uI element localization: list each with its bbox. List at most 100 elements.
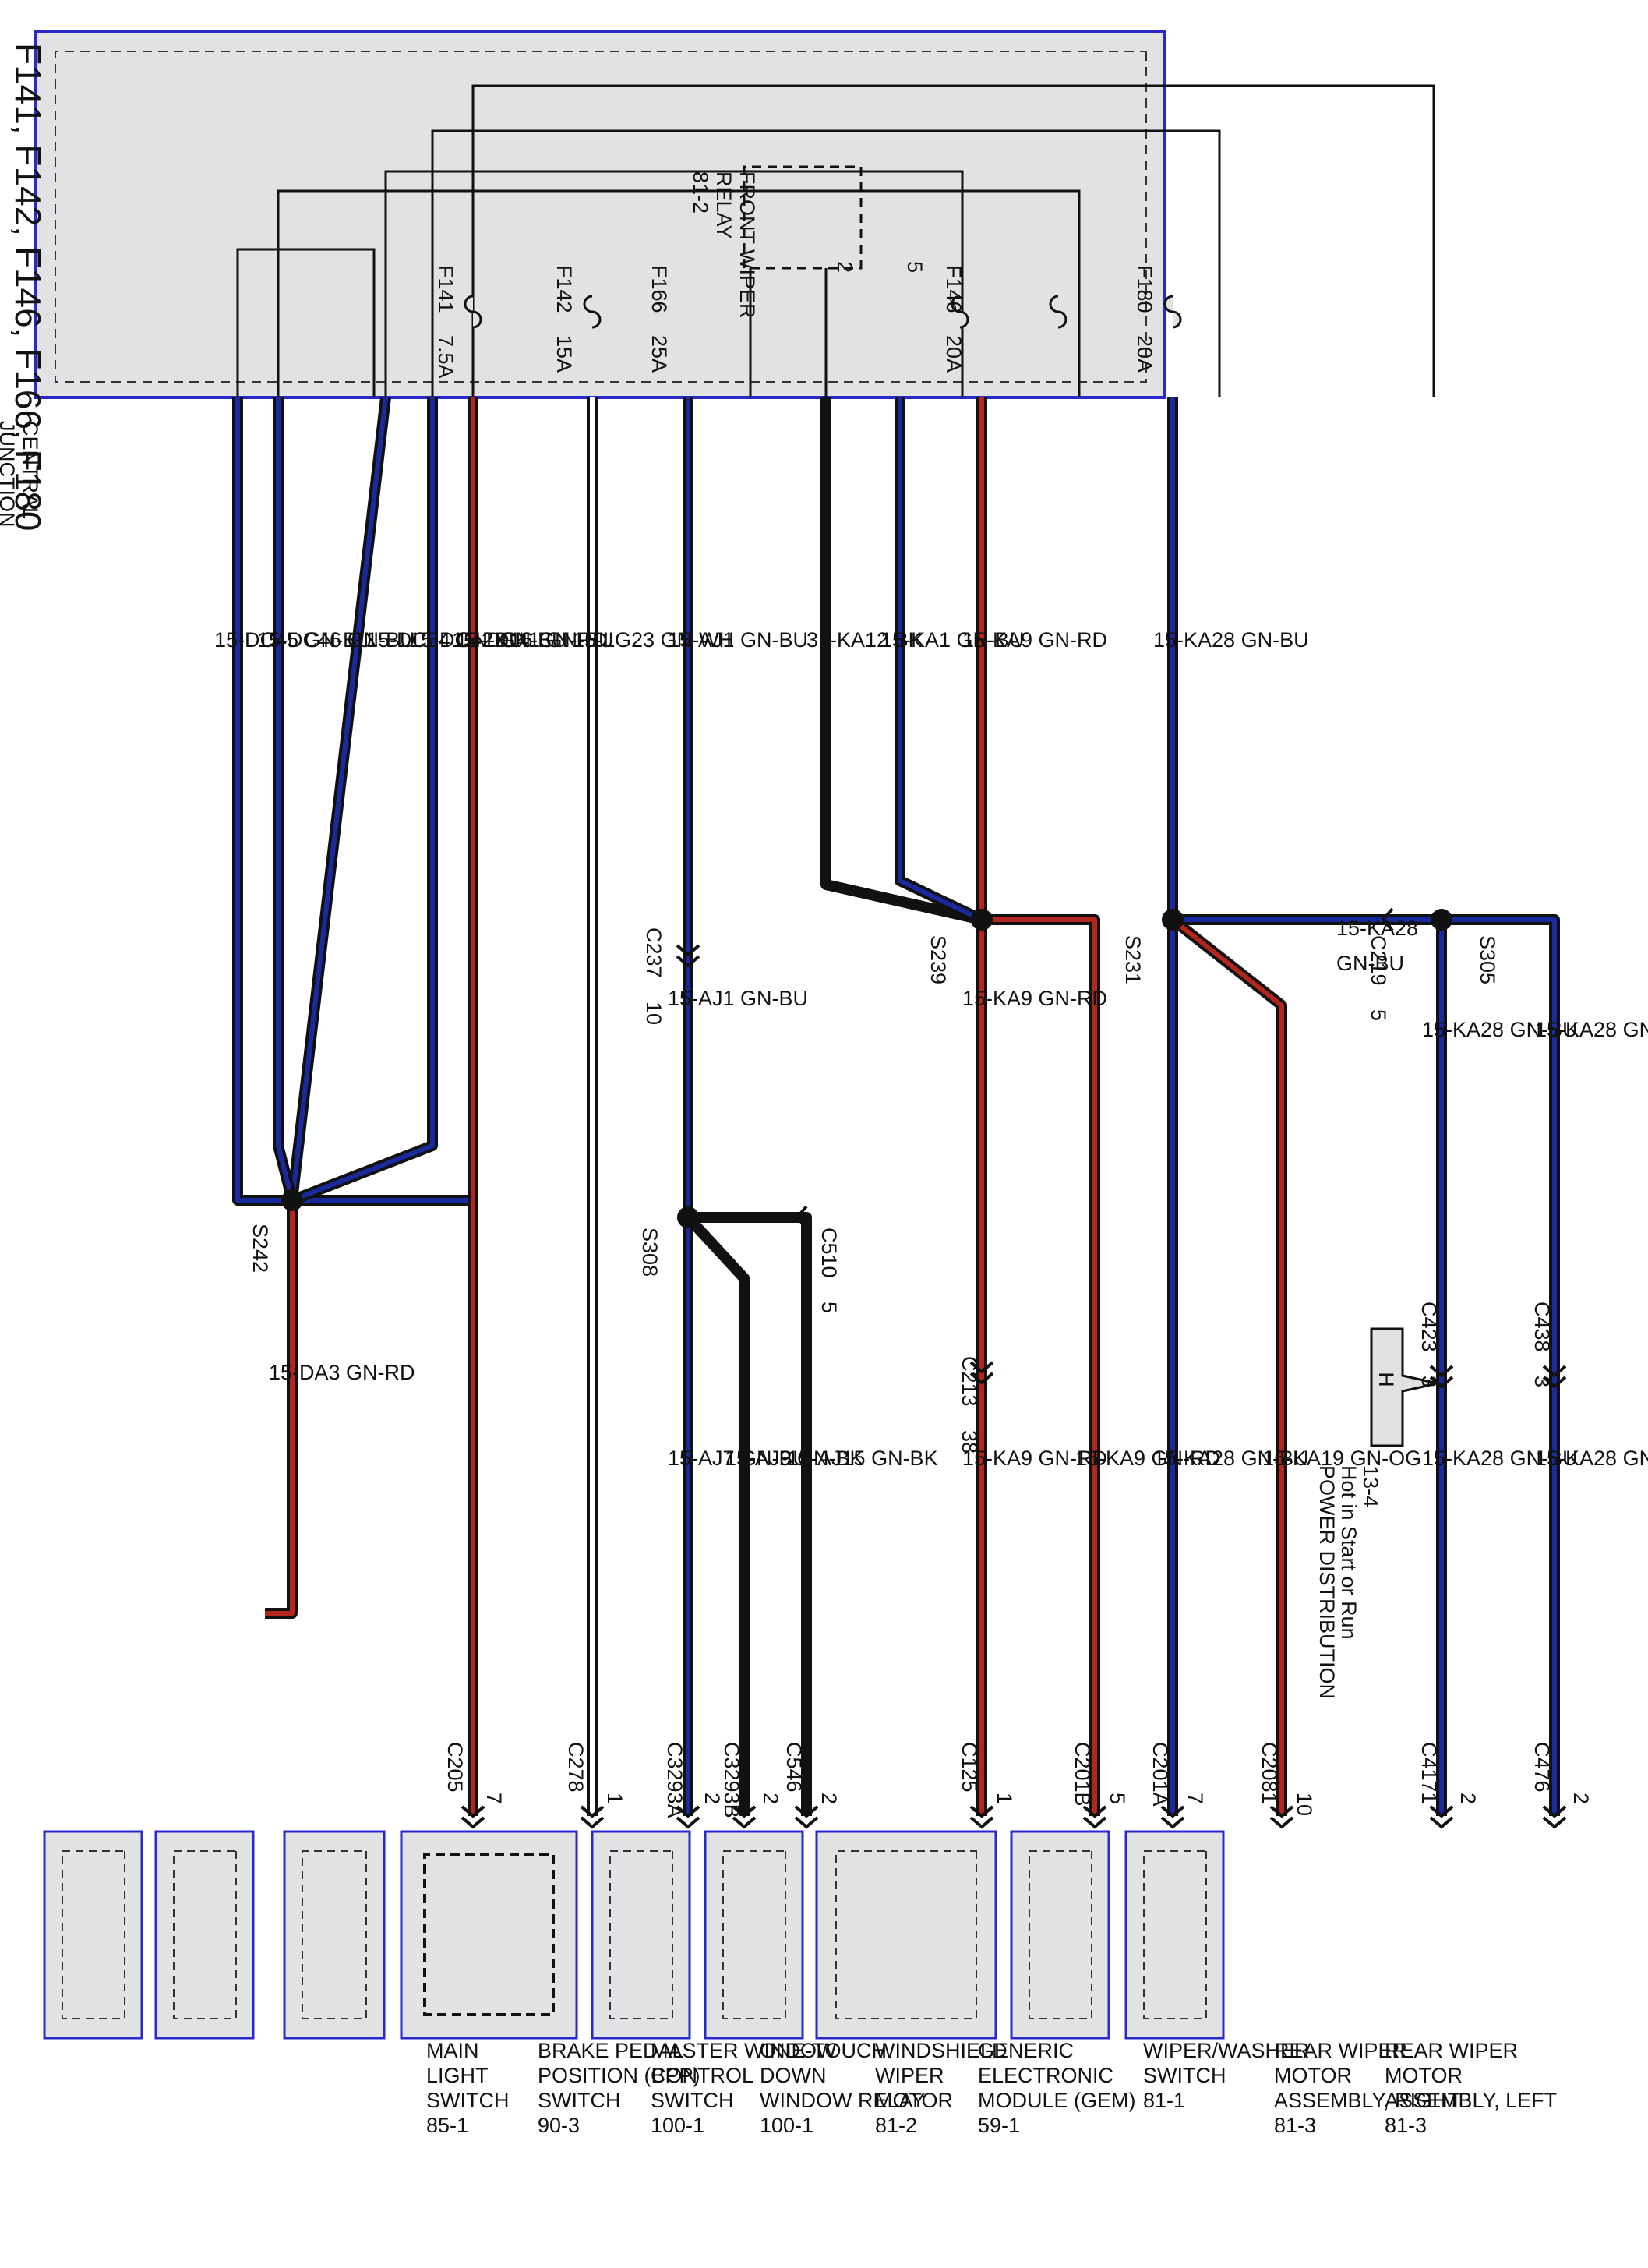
component-desc-4-2: WINDOW RELAY: [760, 2089, 926, 2112]
component-desc-10-3: 81-3: [1385, 2114, 1427, 2137]
components: [43, 1830, 1225, 2040]
component-desc-2-3: 100-1: [651, 2114, 704, 2137]
wire-15-ka28-left: [1442, 914, 1560, 1816]
wire-label-19: 15-AJ7 GN-BU: [668, 1447, 808, 1470]
component-bpp-switch: [1010, 1830, 1110, 2040]
wire-label-15: 15-KA28 GN-BU: [1535, 1018, 1648, 1041]
wire-label-14: 15-KA28 GN-BU: [1422, 1018, 1578, 1041]
wire-label-9: 15-KA1 GN-BU: [880, 628, 1025, 652]
wire-label-8: 31-KA12 BK: [806, 628, 923, 652]
component-desc-6-1: ELECTRONIC: [978, 2064, 1113, 2087]
wire-label-12: 15-KA28: [1336, 917, 1418, 940]
fuse-f180-rating: 20A: [1133, 335, 1156, 373]
component-pin-c125: 1: [993, 1793, 1016, 1804]
component-connector-mark-3: [732, 1805, 757, 1829]
component-desc-2-0: MASTER WINDOW: [651, 2039, 837, 2062]
component-desc-8-1: SWITCH: [1143, 2064, 1226, 2087]
wire-15-dc46: [273, 397, 298, 1202]
central-junction-box: [34, 30, 1166, 399]
inline-connector-c237: C237: [642, 927, 665, 978]
wire-label-25: 15-KA19 GN-OG: [1262, 1447, 1421, 1470]
splice-s242: [281, 1189, 303, 1211]
component-pin-c476: 2: [1569, 1793, 1593, 1804]
component-desc-2-2: SWITCH: [651, 2089, 733, 2112]
inline-connector-c510: C510: [817, 1228, 841, 1278]
connector-c423: [1429, 1365, 1454, 1389]
splice-label-s308: S308: [638, 1228, 662, 1277]
component-desc-5-2: MOTOR: [875, 2089, 953, 2112]
component-desc-2-1: CONTROL: [651, 2064, 753, 2087]
relay-pin-2: 2: [833, 261, 856, 273]
fuse-f166-id: F166: [648, 265, 671, 313]
component-connector-mark-7: [1160, 1805, 1185, 1829]
inline-connector-c438: C438: [1530, 1302, 1554, 1352]
component-master-window-switch: [815, 1830, 997, 2040]
component-pin-c546: 2: [817, 1793, 841, 1804]
fuse-f142-rating: 15A: [552, 335, 576, 373]
component-connector-mark-8: [1269, 1805, 1294, 1829]
component-connector-c205: C205: [443, 1742, 467, 1793]
component-connector-c125: C125: [958, 1742, 981, 1793]
wire-15-ka19: [1169, 915, 1287, 1816]
component-connector-mark-0: [461, 1805, 485, 1829]
wire-label-2: 15-DC54 GN-BU: [366, 628, 524, 652]
wire-label-5: 15-LD16 GN-RD: [452, 628, 608, 652]
component-pin-c2081: 10: [1293, 1793, 1316, 1816]
diagram-title: F141, F142, F146, F166, F180: [8, 43, 48, 531]
wire-label-0: 15-DC45 GN-BU: [214, 628, 372, 652]
fuse-f141-rating: 7.5A: [434, 335, 457, 379]
wire-31-ka12: [820, 397, 983, 925]
component-wiper-washer-switch: [283, 1830, 386, 2040]
component-desc-8-2: 81-1: [1143, 2089, 1185, 2112]
component-pin-c3293b: 2: [759, 1793, 782, 1804]
offpage-label-line-2: POWER DISTRIBUTION: [1315, 1465, 1339, 1699]
component-desc-9-0: REAR WIPER: [1274, 2039, 1407, 2062]
component-desc-1-0: BRAKE PEDAL: [538, 2039, 684, 2062]
component-desc-10-0: REAR WIPER: [1385, 2039, 1518, 2062]
fuse-f166-rating: 25A: [648, 335, 671, 373]
component-rear-wiper-right: [154, 1830, 255, 2040]
cjb-label-line-0: CENTRAL: [19, 421, 42, 519]
component-connector-c201a: C201A: [1149, 1742, 1172, 1807]
wire-15-ka9-gem: [982, 914, 1100, 1816]
connector-c219: [1381, 907, 1394, 932]
component-connector-c3293b: C3293B: [720, 1742, 743, 1818]
component-pin-c205: 7: [482, 1793, 506, 1804]
wire-label-21: 15-AJ15 GN-BK: [787, 1447, 938, 1470]
component-desc-5-0: WINDSHIELD: [875, 2039, 1008, 2062]
inline-connector-c213: C213: [958, 1356, 981, 1407]
wire-label-22: 15-KA9 GN-RD: [962, 1447, 1107, 1470]
component-desc-6-2: MODULE (GEM): [978, 2089, 1136, 2112]
relay-label-line-1: RELAY: [712, 171, 736, 239]
offpage-label-line-1: Hot in Start or Run: [1337, 1465, 1360, 1640]
component-connector-mark-9: [1429, 1805, 1454, 1829]
component-pin-c278: 1: [603, 1793, 626, 1804]
splice-s231: [1162, 909, 1184, 931]
component-connector-c278: C278: [564, 1742, 588, 1793]
wire-label-26: 15-KA28 GN-BU: [1422, 1447, 1578, 1470]
component-connector-mark-5: [969, 1805, 994, 1829]
fuse-symbols: [464, 295, 1182, 329]
component-connector-c2081: C2081: [1258, 1742, 1281, 1804]
component-desc-0-2: SWITCH: [426, 2089, 509, 2112]
wire-label-17: 15-AJ1 GN-BU: [668, 987, 808, 1010]
inline-connector-c219: C219: [1367, 935, 1390, 986]
wires: [232, 397, 1560, 1816]
splice-label-s239: S239: [926, 935, 950, 984]
component-desc-6-3: 59-1: [978, 2114, 1020, 2137]
fuse-f180-id: F180: [1133, 265, 1156, 313]
offpage-letter: H: [1375, 1372, 1398, 1387]
component-pin-c201a: 7: [1184, 1793, 1207, 1804]
component-desc-4-3: 100-1: [760, 2114, 813, 2137]
component-connector-mark-4: [794, 1805, 819, 1829]
wire-label-10: 15-KA9 GN-RD: [962, 628, 1107, 652]
wire-label-3: 15-DC42 GN-BU: [409, 628, 567, 652]
component-desc-1-2: SWITCH: [538, 2089, 620, 2112]
relay-label-line-0: FRONT WIPER: [736, 171, 759, 319]
wire-label-11: 15-KA28 GN-BU: [1153, 628, 1309, 652]
component-desc-9-1: MOTOR: [1274, 2064, 1352, 2087]
inline-connector-c237-pin: 10: [642, 1002, 665, 1025]
wire-label-7: 15-AJ1 GN-BU: [668, 628, 808, 652]
splice-label-s242: S242: [249, 1224, 272, 1273]
